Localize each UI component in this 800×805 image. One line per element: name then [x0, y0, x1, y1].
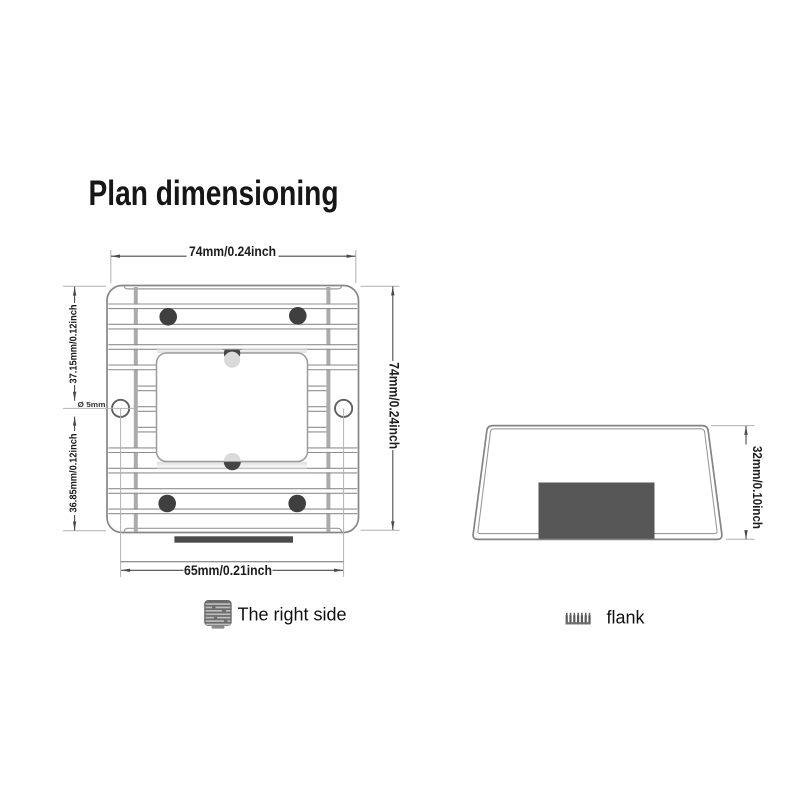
- svg-text:74mm/0.24inch: 74mm/0.24inch: [189, 243, 276, 259]
- svg-text:32mm/0.10inch: 32mm/0.10inch: [750, 446, 765, 529]
- svg-text:Ø 5mm: Ø 5mm: [78, 400, 106, 409]
- svg-text:The right side: The right side: [238, 605, 347, 625]
- svg-text:65mm/0.21inch: 65mm/0.21inch: [184, 562, 272, 578]
- svg-text:Plan dimensioning: Plan dimensioning: [89, 173, 339, 213]
- svg-text:flank: flank: [607, 608, 646, 628]
- svg-text:36.85mm/0.12inch: 36.85mm/0.12inch: [68, 434, 80, 513]
- svg-text:74mm/0.24inch: 74mm/0.24inch: [387, 362, 403, 449]
- svg-text:37.15mm/0.12inch: 37.15mm/0.12inch: [68, 305, 80, 384]
